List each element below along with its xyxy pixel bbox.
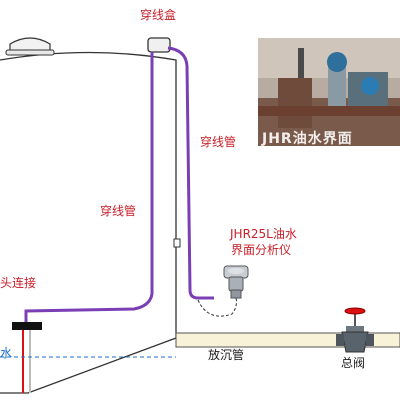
tank-outline: [0, 51, 177, 394]
water-label: 水: [0, 346, 13, 360]
instrument-label-line1: JHR25L油水: [230, 227, 297, 241]
tank-hatch: [9, 37, 51, 53]
main-valve-label: 总阀: [341, 356, 366, 370]
photo-caption: JHR油水界面: [262, 131, 353, 146]
conduit-outer: [167, 46, 214, 300]
conduit-inner: [24, 52, 154, 322]
junction-box: [147, 37, 171, 53]
conduit-left-label: 穿线管: [100, 204, 137, 218]
conduit-right-label: 穿线管: [200, 135, 237, 149]
junction-box-label: 穿线盒: [140, 8, 177, 22]
main-valve: [336, 307, 374, 353]
settling-pipe-label: 放沉管: [208, 348, 245, 362]
equipment-photo: JHR油水界面: [258, 38, 400, 146]
connector-flange: [12, 322, 42, 330]
instrument-label-line2: 界面分析仪: [231, 243, 292, 257]
connector-label: 头连接: [0, 276, 37, 290]
conduit-coupler: [173, 238, 181, 248]
analyzer-instrument: [223, 265, 249, 299]
instrument-cable: [197, 297, 237, 317]
tank-hatch-base: [5, 49, 55, 56]
